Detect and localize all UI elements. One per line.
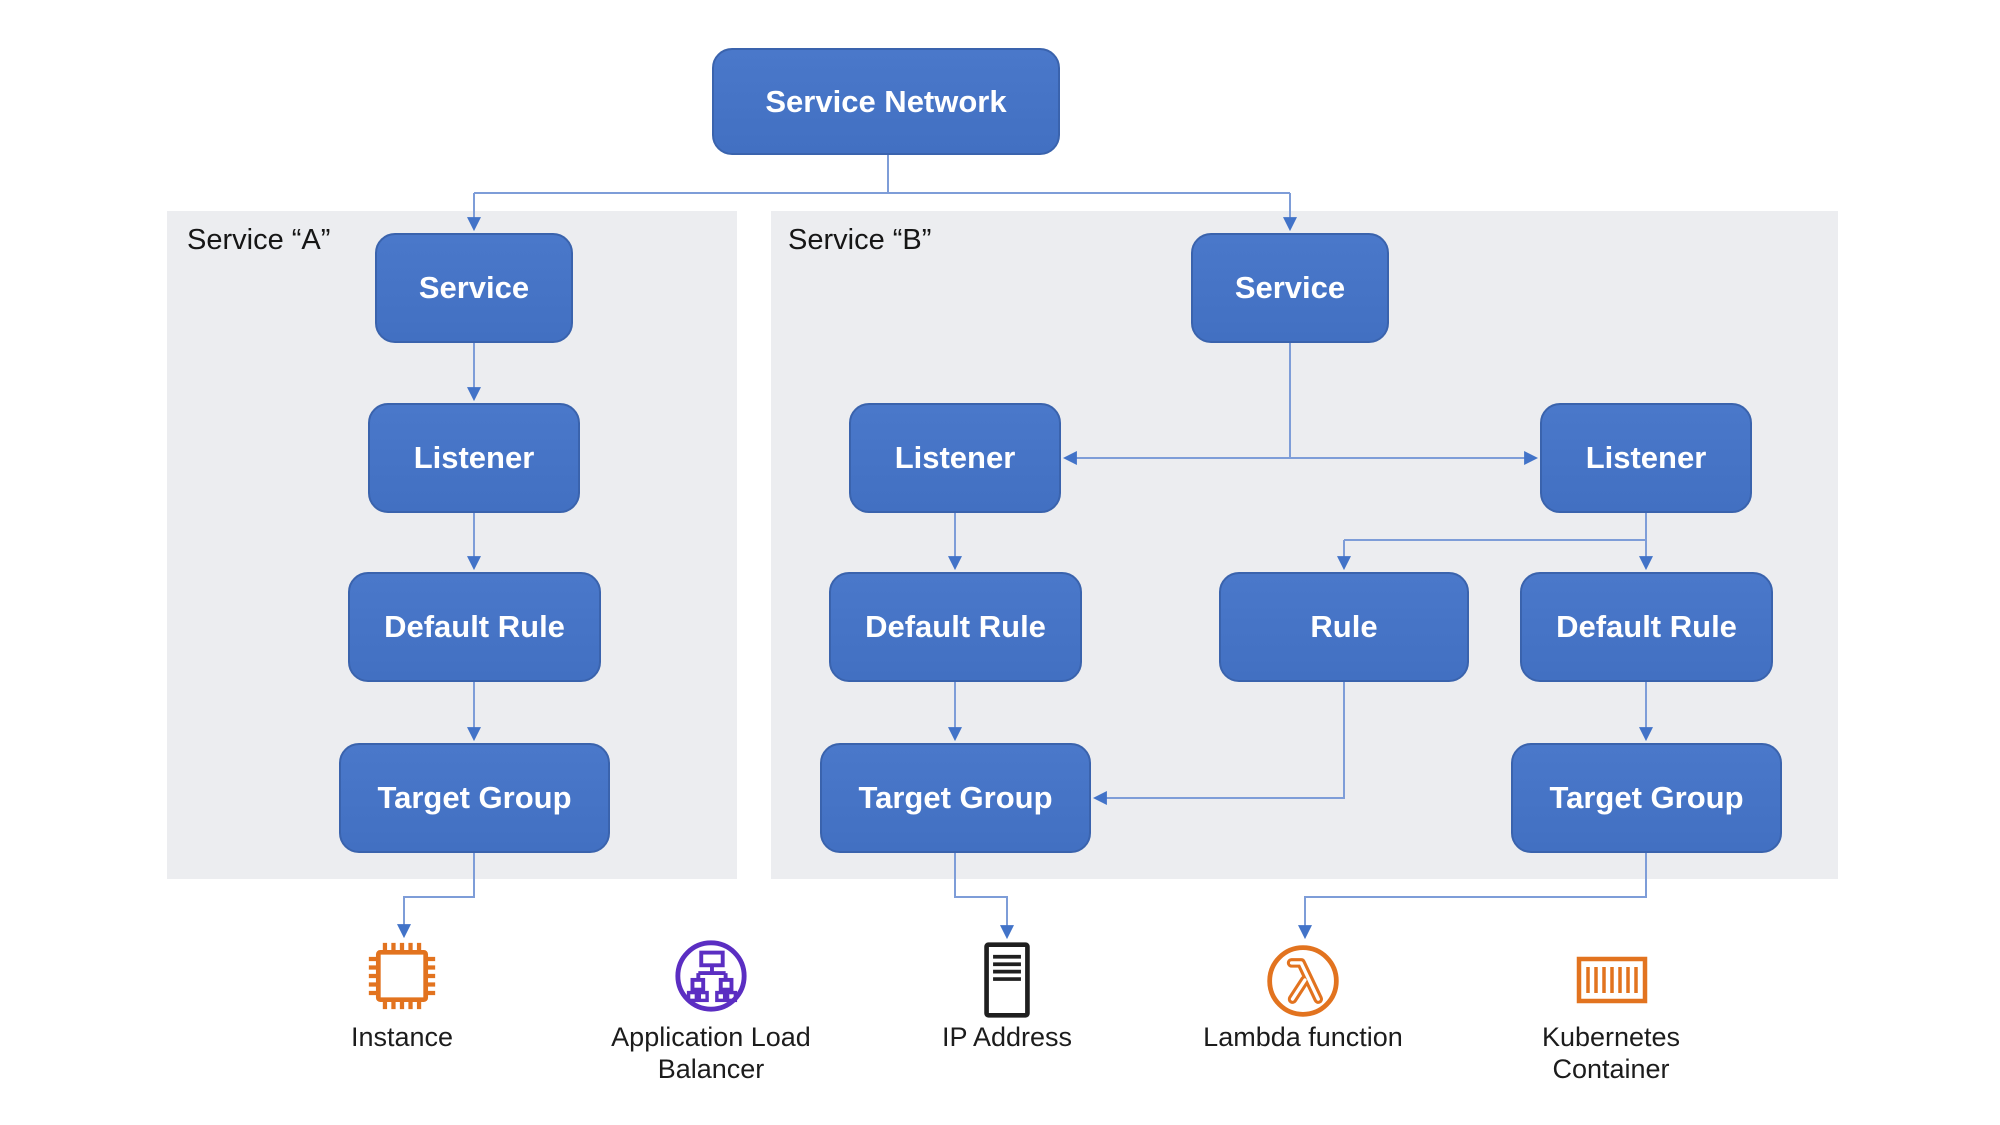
node-b-rule: Rule [1219, 572, 1469, 682]
node-b-target-group-right: Target Group [1511, 743, 1782, 853]
node-b-default-rule-left-label: Default Rule [865, 609, 1046, 644]
node-service-network-label: Service Network [765, 83, 1007, 119]
node-a-default-rule: Default Rule [348, 572, 601, 682]
lambda-icon [1267, 945, 1339, 1017]
node-a-service: Service [375, 233, 573, 343]
node-a-listener-label: Listener [413, 440, 535, 475]
service-b-title: Service “B” [788, 224, 932, 256]
node-b-default-rule-right-label: Default Rule [1556, 609, 1737, 644]
node-service-network: Service Network [712, 48, 1060, 155]
kubernetes-container-icon [1576, 956, 1648, 1004]
instance-label: Instance [350, 1022, 454, 1052]
ip-address-label: IP Address [941, 1022, 1073, 1052]
node-b-listener-left-label: Listener [894, 440, 1016, 475]
node-b-listener-right-label: Listener [1585, 440, 1707, 475]
application-load-balancer-icon [675, 940, 747, 1012]
ip-address-icon [984, 942, 1030, 1018]
lambda-function-label: Lambda function [1203, 1022, 1403, 1052]
service-a-title: Service “A” [187, 224, 331, 256]
node-b-service: Service [1191, 233, 1389, 343]
node-a-default-rule-label: Default Rule [384, 609, 565, 644]
node-b-default-rule-right: Default Rule [1520, 572, 1773, 682]
node-a-target-group: Target Group [339, 743, 610, 853]
node-b-default-rule-left: Default Rule [829, 572, 1082, 682]
node-b-target-group-left: Target Group [820, 743, 1091, 853]
node-a-service-label: Service [418, 270, 530, 305]
instance-icon [368, 942, 436, 1010]
node-b-target-group-right-label: Target Group [1549, 780, 1744, 815]
node-b-rule-label: Rule [1310, 609, 1378, 644]
node-a-target-group-label: Target Group [377, 780, 572, 815]
node-b-service-label: Service [1234, 270, 1346, 305]
node-b-listener-left: Listener [849, 403, 1061, 513]
node-b-target-group-left-label: Target Group [858, 780, 1053, 815]
kubernetes-container-label: Kubernetes Container [1541, 1022, 1681, 1084]
node-a-listener: Listener [368, 403, 580, 513]
application-load-balancer-label: Application Load Balancer [611, 1022, 811, 1084]
node-b-listener-right: Listener [1540, 403, 1752, 513]
